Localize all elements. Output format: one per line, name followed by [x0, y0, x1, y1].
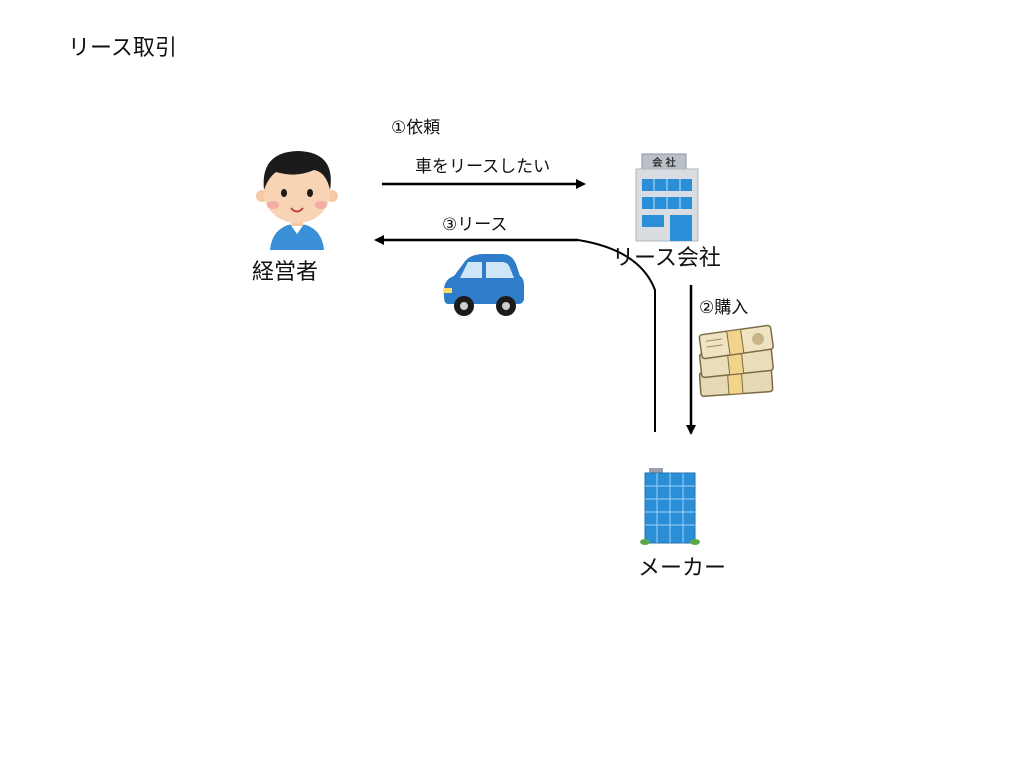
company-sign: 会 社 — [652, 156, 675, 169]
businessman-icon — [256, 151, 338, 250]
office-building-icon: 会 社 — [635, 153, 699, 242]
car-icon — [443, 254, 524, 316]
request-note-label: 車をリースしたい — [415, 157, 551, 177]
connector-line — [577, 239, 656, 432]
skyscraper-icon — [640, 468, 700, 545]
purchase-step-label: ②購入 — [699, 298, 749, 318]
lease-step-label: ③リース — [442, 215, 508, 235]
request-step-label: ①依頼 — [391, 118, 441, 138]
slide-title: リース取引 — [68, 36, 177, 61]
money-bundle-icon — [698, 324, 774, 398]
manager-label: 経営者 — [252, 260, 319, 285]
lease-company-label: リース会社 — [612, 246, 721, 271]
maker-label: メーカー — [638, 556, 727, 581]
